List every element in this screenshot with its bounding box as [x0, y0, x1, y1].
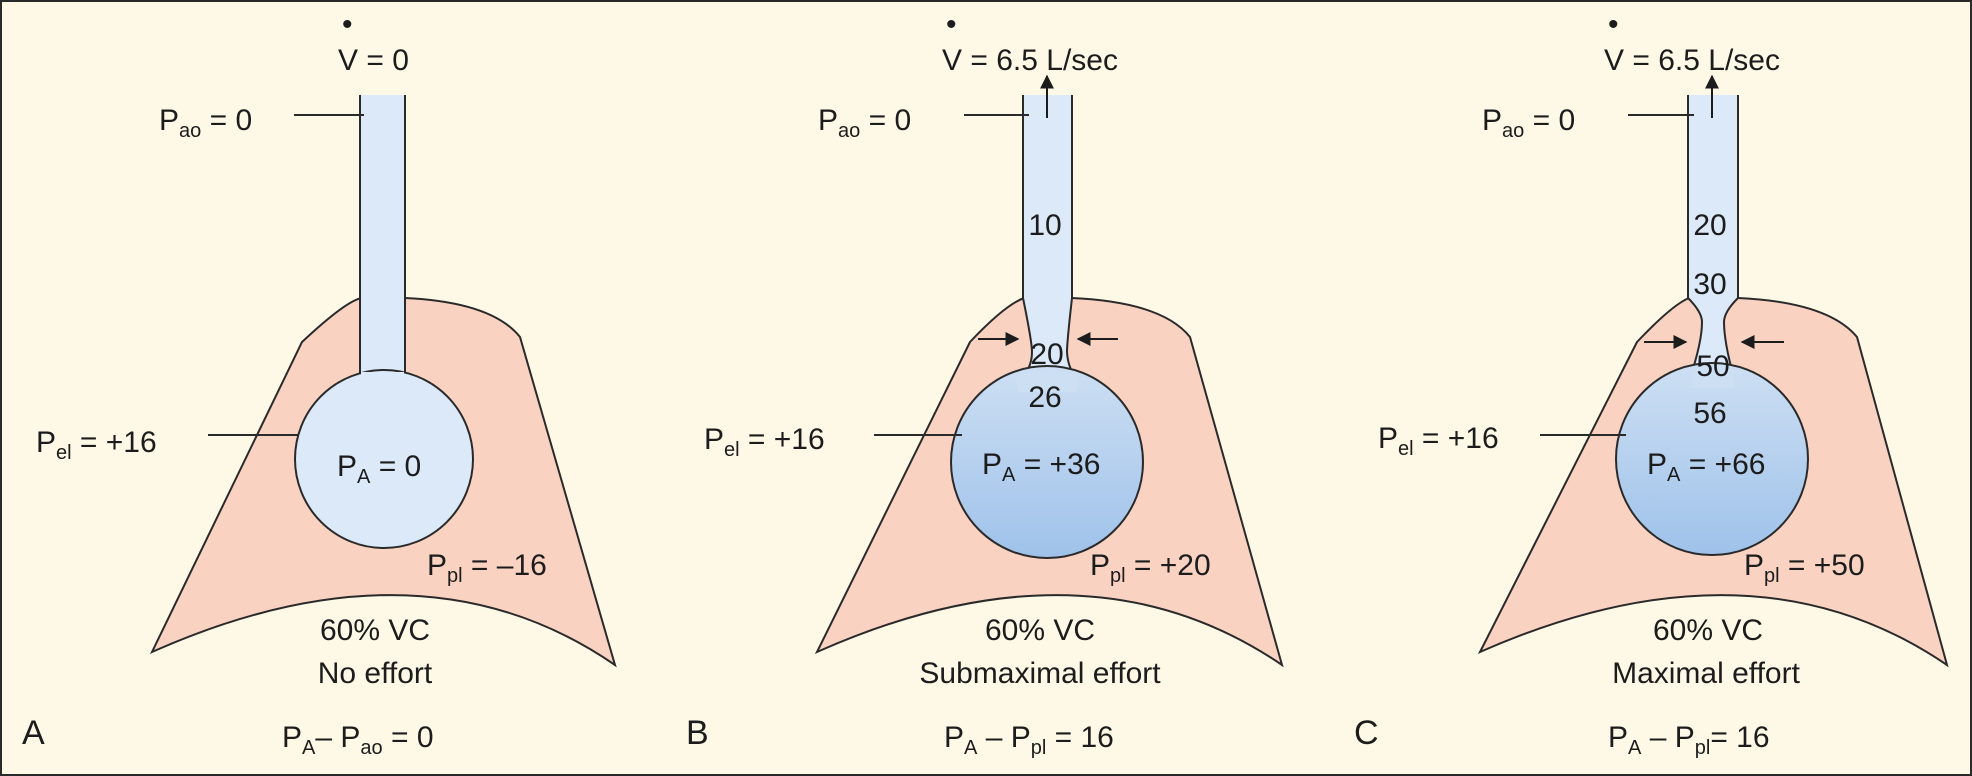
panel-a-effort: No effort	[318, 657, 433, 690]
panel-a-letter: A	[22, 714, 45, 752]
panel-c-airway-pressure-3: 50	[1696, 350, 1729, 383]
panel-b-palv-label: PA = +36	[982, 448, 1100, 486]
panel-a-alveolus	[294, 369, 474, 549]
panel-a-palv-label: PA = 0	[337, 450, 421, 488]
panel-c-airway	[1688, 95, 1738, 378]
panel-b-airway-pressure-3: 26	[1028, 381, 1061, 414]
panel-a-ppl-label: Ppl = –16	[427, 549, 547, 587]
panel-b: V = 6.5 L/sec • Pao = 0 Pel = +16 10 20 …	[686, 8, 1284, 759]
panel-b-flow-label: V = 6.5 L/sec	[942, 44, 1118, 77]
panel-a-flow-label: V = 0	[338, 44, 409, 77]
panel-a-volume: 60% VC	[320, 614, 430, 647]
panel-c-alveolus	[1615, 362, 1809, 556]
panel-c-flow-label: V = 6.5 L/sec	[1604, 44, 1780, 77]
panel-a-pao-label: Pao = 0	[159, 104, 252, 142]
panel-b-volume: 60% VC	[985, 614, 1095, 647]
panel-c-equation: PA – Ppl= 16	[1608, 721, 1770, 759]
panel-b-equation: PA – Ppl = 16	[944, 721, 1114, 759]
panel-c-airway-pressure-2: 30	[1693, 268, 1726, 301]
panel-a: V = 0 • Pao = 0 Pel = +16 PA = 0 Ppl = –…	[22, 8, 617, 759]
panel-c-pao-label: Pao = 0	[1482, 104, 1575, 142]
panel-a-flow-dot: •	[342, 8, 353, 41]
panel-b-flow-dot: •	[946, 8, 957, 41]
panel-b-pel-label: Pel = +16	[704, 423, 825, 461]
panel-a-pel-label: Pel = +16	[36, 426, 157, 464]
panel-b-airway-pressure-1: 10	[1028, 209, 1061, 242]
panel-c-palv-label: PA = +66	[1647, 448, 1765, 486]
panel-c-effort: Maximal effort	[1612, 657, 1801, 690]
panel-c-flow-dot: •	[1608, 8, 1619, 41]
panel-c-ppl-label: Ppl = +50	[1744, 549, 1865, 587]
panel-b-pao-label: Pao = 0	[818, 104, 911, 142]
panel-c-volume: 60% VC	[1653, 614, 1763, 647]
panel-b-ppl-label: Ppl = +20	[1090, 549, 1211, 587]
panel-b-alveolus	[950, 365, 1144, 559]
panel-c-pel-label: Pel = +16	[1378, 422, 1499, 460]
panel-a-equation: PA– Pao = 0	[282, 721, 434, 759]
panel-c-airway-pressure-4: 56	[1693, 397, 1726, 430]
panel-c-letter: C	[1354, 714, 1379, 752]
panel-c-airway-pressure-1: 20	[1693, 209, 1726, 242]
panel-a-airway	[360, 95, 405, 381]
panel-b-letter: B	[686, 714, 709, 752]
panel-b-effort: Submaximal effort	[919, 657, 1161, 690]
panel-c: V = 6.5 L/sec • Pao = 0 Pel = +16 20 30 …	[1354, 8, 1949, 759]
panel-b-airway-pressure-2: 20	[1030, 338, 1063, 371]
panel-b-airway	[1014, 95, 1082, 384]
